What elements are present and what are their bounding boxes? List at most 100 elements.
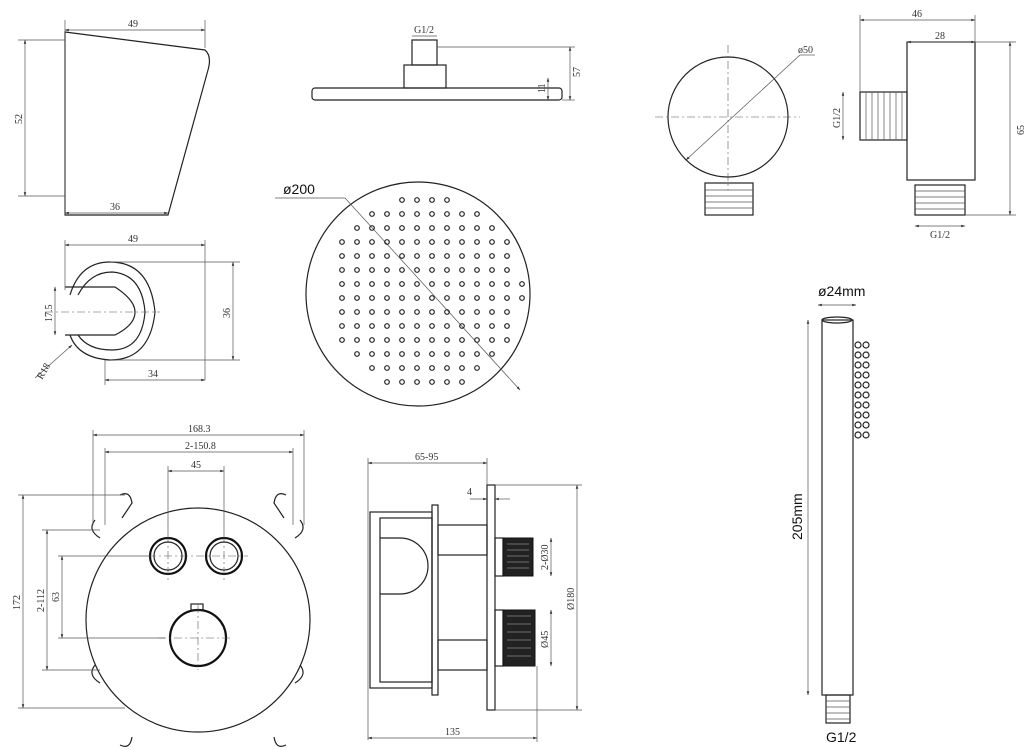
nozzle-dot (444, 239, 450, 245)
nozzle-dot (399, 281, 405, 287)
nozzle-dot (459, 281, 465, 287)
nozzle-dot (384, 281, 390, 287)
dim-elbow-height: 65 (1016, 125, 1024, 135)
nozzle-dot (444, 365, 450, 371)
nozzle-dot (399, 309, 405, 315)
nozzle-dot (414, 295, 420, 301)
nozzle-dot (414, 309, 420, 315)
hand-nozzle-dot (854, 361, 862, 369)
nozzle-dot (354, 351, 360, 357)
nozzle-dot (504, 323, 510, 329)
nozzle-dot (399, 323, 405, 329)
nozzle-dot (474, 309, 480, 315)
nozzle-dot (444, 281, 450, 287)
nozzle-dot (474, 281, 480, 287)
shower-head-side-view: 57 11 G1/2 (311, 25, 583, 101)
nozzle-dot (429, 337, 435, 343)
nozzle-dot (429, 351, 435, 357)
nozzle-dot (489, 323, 495, 329)
nozzle-dot (459, 351, 465, 357)
nozzle-dot (504, 337, 510, 343)
dim-hand-diameter: ø24mm (818, 283, 865, 299)
nozzle-dot (354, 337, 360, 343)
nozzle-dot (489, 225, 495, 231)
nozzle-dot (414, 365, 420, 371)
nozzle-dot (444, 295, 450, 301)
hand-nozzle-dot (862, 391, 870, 399)
nozzle-dot (399, 365, 405, 371)
nozzle-dot (489, 267, 495, 273)
nozzle-dot (414, 197, 420, 203)
hand-nozzle-dot (862, 381, 870, 389)
nozzle-dot (354, 309, 360, 315)
nozzle-dot (429, 267, 435, 273)
nozzle-dot (459, 295, 465, 301)
nozzle-dot (384, 323, 390, 329)
hand-nozzle-dot (854, 381, 862, 389)
nozzle-dot (414, 337, 420, 343)
nozzle-dot (489, 309, 495, 315)
nozzle-dot (474, 239, 480, 245)
nozzle-dot (474, 253, 480, 259)
nozzle-dot (474, 337, 480, 343)
hand-nozzle-dot (854, 431, 862, 439)
nozzle-dot (459, 365, 465, 371)
hand-nozzle-dot (854, 341, 862, 349)
nozzle-dot (354, 253, 360, 259)
nozzle-dot (489, 253, 495, 259)
nozzle-dot (444, 267, 450, 273)
hand-nozzle-dot (854, 371, 862, 379)
nozzle-dot (354, 239, 360, 245)
nozzle-dot (429, 225, 435, 231)
nozzle-dot (459, 239, 465, 245)
nozzle-dot (444, 337, 450, 343)
nozzle-dot (354, 295, 360, 301)
nozzle-dot (504, 253, 510, 259)
hand-nozzle-dot (854, 411, 862, 419)
nozzle-dot (339, 309, 345, 315)
nozzle-dot (384, 309, 390, 315)
dim-elbow-width: 46 (912, 9, 922, 20)
nozzle-dot (369, 267, 375, 273)
nozzle-dot (399, 351, 405, 357)
shower-head-top-view: ø200 (275, 181, 531, 407)
nozzle-dot (504, 267, 510, 273)
nozzle-dot (429, 281, 435, 287)
nozzle-dot (414, 225, 420, 231)
nozzle-dot (474, 351, 480, 357)
dim-total-depth: 135 (445, 727, 460, 738)
nozzle-dot (399, 379, 405, 385)
nozzle-dot (444, 351, 450, 357)
nozzle-dot (474, 211, 480, 217)
hand-shower: ø24mm 205mm G1/2 (789, 283, 870, 745)
nozzle-dot (354, 281, 360, 287)
dim-top-width: 49 (128, 234, 138, 245)
nozzle-dot (399, 337, 405, 343)
nozzle-dot (474, 267, 480, 273)
dim-hand-thread: G1/2 (826, 729, 857, 745)
nozzle-dot (339, 267, 345, 273)
nozzle-dot (489, 337, 495, 343)
hand-nozzle-dot (862, 401, 870, 409)
nozzle-dot (414, 239, 420, 245)
nozzle-dot (369, 225, 375, 231)
hand-nozzle-dot (862, 421, 870, 429)
dim-top-offset: 17.5 (44, 305, 55, 323)
nozzle-dot (399, 267, 405, 273)
dim-hand-length: 205mm (789, 493, 805, 540)
nozzle-dot (339, 253, 345, 259)
nozzle-dot (369, 239, 375, 245)
nozzle-dot (384, 267, 390, 273)
nozzle-dot (429, 239, 435, 245)
nozzle-dot (339, 295, 345, 301)
dim-button-diameter: 2-Ø30 (540, 544, 551, 570)
nozzle-dot (399, 295, 405, 301)
nozzle-dot (414, 253, 420, 259)
dim-plate-diameter: Ø180 (566, 588, 577, 610)
nozzle-dot (384, 295, 390, 301)
nozzle-dot (444, 309, 450, 315)
nozzle-dot (399, 239, 405, 245)
hand-nozzle-dot (854, 351, 862, 359)
nozzle-dot (354, 225, 360, 231)
